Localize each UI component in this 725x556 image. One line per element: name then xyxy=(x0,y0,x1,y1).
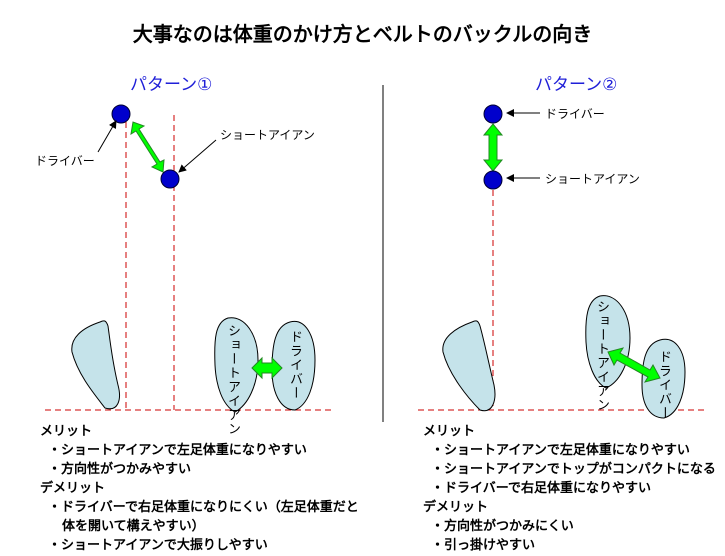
merit-item: ・方向性がつかみやすい xyxy=(48,462,192,477)
driver-ball-icon xyxy=(111,104,131,124)
demerit-heading: デメリット xyxy=(40,481,106,496)
iron-foot-shape xyxy=(214,317,259,413)
double-arrow-icon xyxy=(130,121,165,173)
iron-foot-shape xyxy=(585,295,631,389)
demerit-heading: デメリット xyxy=(423,500,489,515)
merit-heading: メリット xyxy=(40,424,93,439)
demerit-item: ・ドライバーで右足体重になりにくい（左足体重だと xyxy=(48,500,359,515)
page-title: 大事なのは体重のかけ方とベルトのバックルの向き xyxy=(132,22,593,46)
merit-item: ・ショートアイアンで左足体重になりやすい xyxy=(48,443,307,458)
left-foot-shape xyxy=(442,320,496,412)
demerit-item: ・方向性がつかみにくい xyxy=(431,519,574,534)
iron-ball-icon xyxy=(160,169,180,189)
pattern1-heading: パターン① xyxy=(130,75,213,95)
driver-foot-shape xyxy=(271,320,316,411)
pattern2-heading: パターン② xyxy=(535,75,618,95)
iron-label: ショートアイアン xyxy=(220,128,315,142)
demerit-item: ・ショートアイアンで大振りしやすい xyxy=(48,538,268,553)
driver-foot-text: ドライバー xyxy=(656,350,671,420)
pattern2-notes: メリット ・ショートアイアンで左足体重になりやすい ・ショートアイアンでトップが… xyxy=(423,422,716,555)
merit-heading: メリット xyxy=(423,424,476,439)
iron-foot-text: ショートアイアン xyxy=(594,300,609,412)
double-arrow-icon xyxy=(607,347,661,383)
driver-foot-text: ドライバー xyxy=(287,330,302,400)
demerit-item: ・引っ掛けやすい xyxy=(431,538,536,553)
demerit-item: 体を開いて構えやすい） xyxy=(62,519,205,534)
driver-ball-icon xyxy=(483,104,503,124)
merit-item: ・ショートアイアンで左足体重になりやすい xyxy=(431,443,690,458)
iron-label: ショートアイアン xyxy=(545,172,640,186)
pointer-arrow-icon xyxy=(97,120,117,153)
driver-label: ドライバー xyxy=(35,154,95,168)
double-arrow-icon xyxy=(251,356,283,380)
merit-item: ・ドライバーで右足体重になりやすい xyxy=(431,481,651,496)
pointer-arrow-icon xyxy=(178,139,217,173)
driver-label: ドライバー xyxy=(545,107,605,121)
merit-item: ・ショートアイアンでトップがコンパクトになる xyxy=(431,462,716,477)
double-arrow-icon xyxy=(482,123,504,172)
iron-foot-text: ショートアイアン xyxy=(225,324,240,436)
pattern1-notes: メリット ・ショートアイアンで左足体重になりやすい ・方向性がつかみやすい デメ… xyxy=(40,422,359,555)
iron-ball-icon xyxy=(483,170,503,190)
left-foot-shape xyxy=(71,320,120,410)
